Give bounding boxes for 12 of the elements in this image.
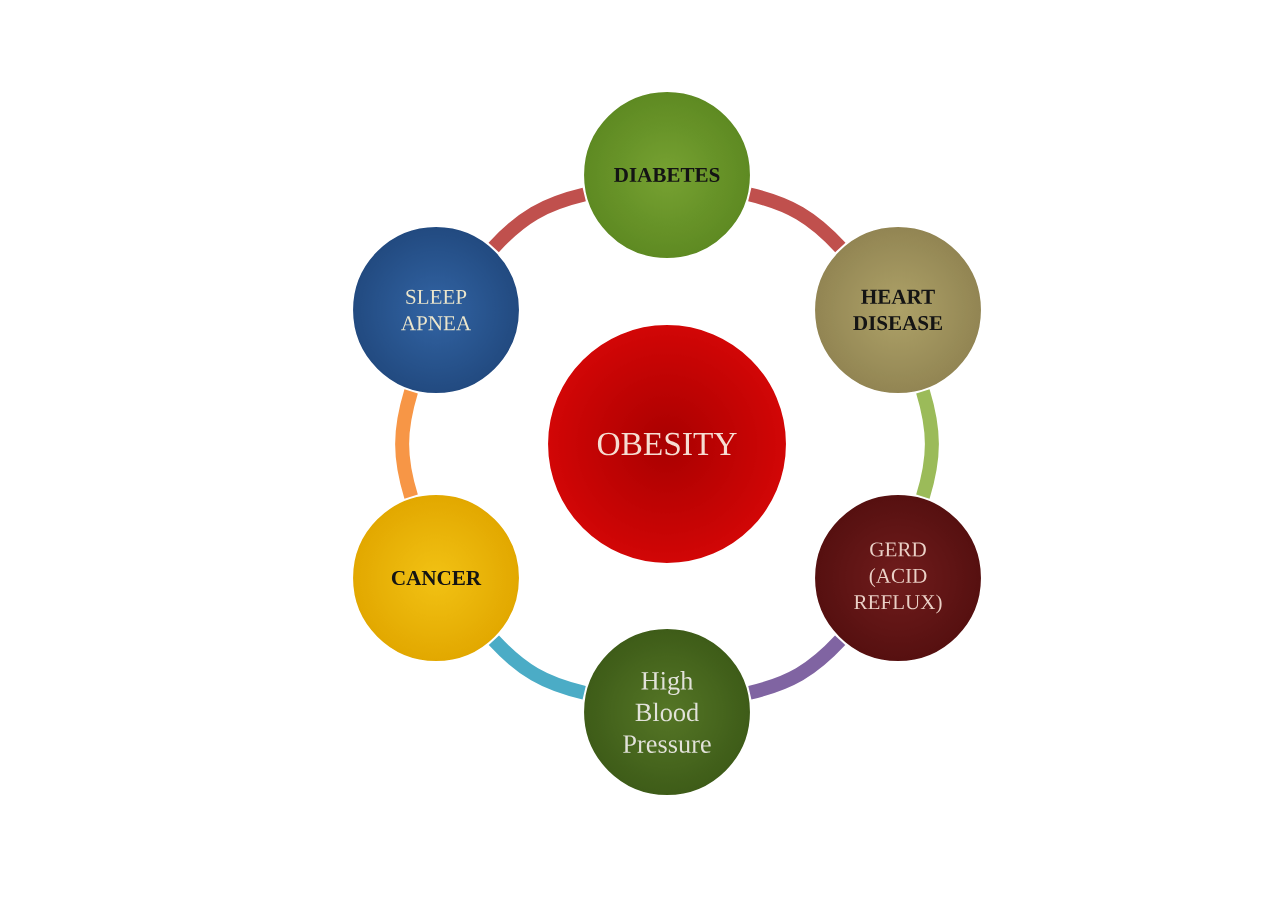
arc-connector: [916, 389, 939, 499]
circle-node: High Blood Pressure: [581, 626, 753, 798]
circle-node: SLEEP APNEA: [350, 224, 522, 396]
arc-connector: [748, 187, 846, 253]
arc-connector: [748, 635, 846, 700]
circle-node: DIABETES: [581, 89, 753, 261]
arc-connector: [488, 187, 586, 253]
circle-node: GERD (ACID REFLUX): [812, 492, 984, 664]
circle-node: CANCER: [350, 492, 522, 664]
circle-node: HEART DISEASE: [812, 224, 984, 396]
arc-connector: [488, 635, 586, 700]
arc-connector: [395, 389, 418, 499]
